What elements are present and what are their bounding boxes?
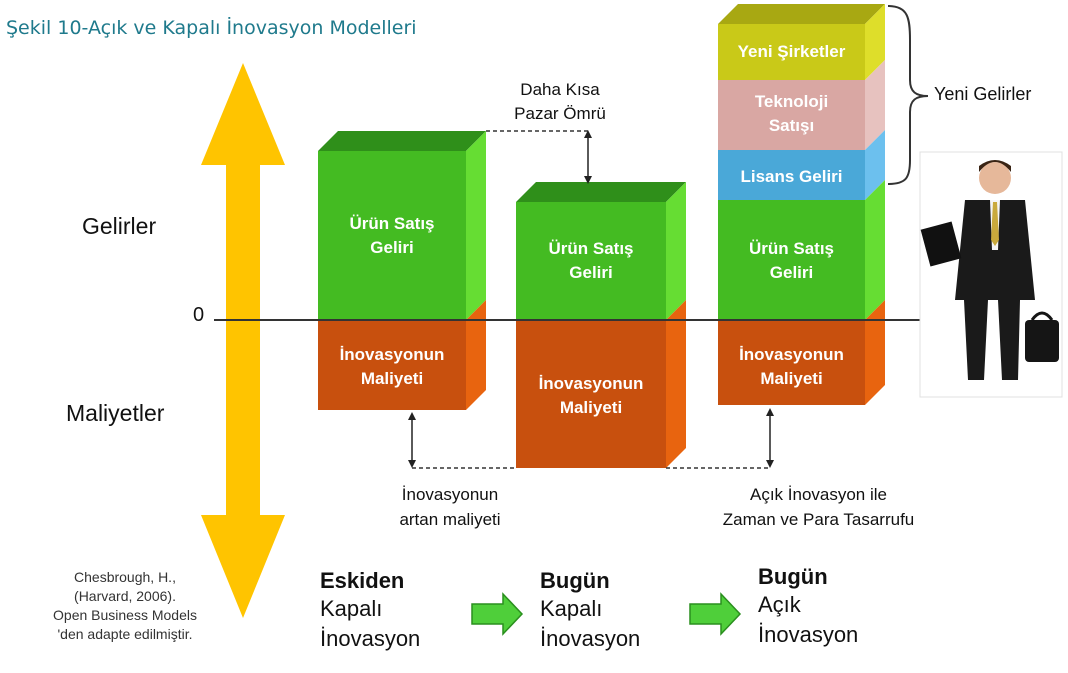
shorter-market-life-label: Daha Kısa Pazar Ömrü	[514, 80, 606, 123]
rising-cost-label: İnovasyonun artan maliyeti	[399, 485, 501, 529]
stage-1-head: Eskiden	[320, 568, 405, 593]
time-money-saving-label: Açık İnovasyon ile Zaman ve Para Tasarru…	[722, 485, 915, 529]
col3-tech-sale-label: Teknoloji Satışı	[754, 92, 829, 135]
stage-2: Bugün Kapalı İnovasyon	[540, 568, 640, 654]
costs-axis-label: Maliyetler	[66, 400, 165, 426]
column-2	[516, 182, 686, 468]
stage-arrow-2	[689, 592, 742, 636]
column-3	[718, 4, 885, 405]
businessman-image	[919, 151, 1063, 398]
stage-2-line1: Kapalı	[540, 596, 603, 621]
stage-1: Eskiden Kapalı İnovasyon	[320, 568, 420, 654]
stage-arrow-1	[471, 592, 524, 636]
col3-license-label: Lisans Geliri	[740, 167, 843, 186]
stage-1-line1: Kapalı	[320, 596, 383, 621]
col3-cost-label: İnovasyonun Maliyeti	[739, 345, 844, 388]
stage-3: Bugün Açık İnovasyon	[758, 564, 858, 650]
stage-1-line2: İnovasyon	[320, 626, 421, 651]
col1-revenue-label: Ürün Satış Geliri	[349, 214, 435, 257]
col3-new-companies-label: Yeni Şirketler	[737, 42, 846, 61]
col3-revenue-label: Ürün Satış Geliri	[748, 239, 835, 282]
figure-caption: Şekil 10-Açık ve Kapalı İnovasyon Modell…	[6, 17, 417, 39]
stage-3-line2: İnovasyon	[758, 622, 859, 647]
col1-cost-label: İnovasyonun Maliyeti	[339, 345, 445, 388]
stage-2-line2: İnovasyon	[540, 626, 641, 651]
col2-revenue-label: Ürün Satış Geliri	[548, 239, 634, 282]
stage-3-head: Bugün	[758, 564, 828, 589]
revenue-cost-double-arrow	[201, 63, 285, 618]
stage-3-line1: Açık	[758, 592, 801, 617]
stage-2-head: Bugün	[540, 568, 610, 593]
col2-cost-label: İnovasyonun Maliyeti	[538, 374, 644, 417]
source-note: Chesbrough, H., (Harvard, 2006). Open Bu…	[53, 569, 197, 642]
new-revenues-label: Yeni Gelirler	[934, 84, 1032, 104]
column-1	[318, 131, 486, 410]
zero-label: 0	[193, 304, 205, 326]
revenues-axis-label: Gelirler	[82, 213, 157, 239]
new-revenues-brace	[887, 5, 929, 185]
